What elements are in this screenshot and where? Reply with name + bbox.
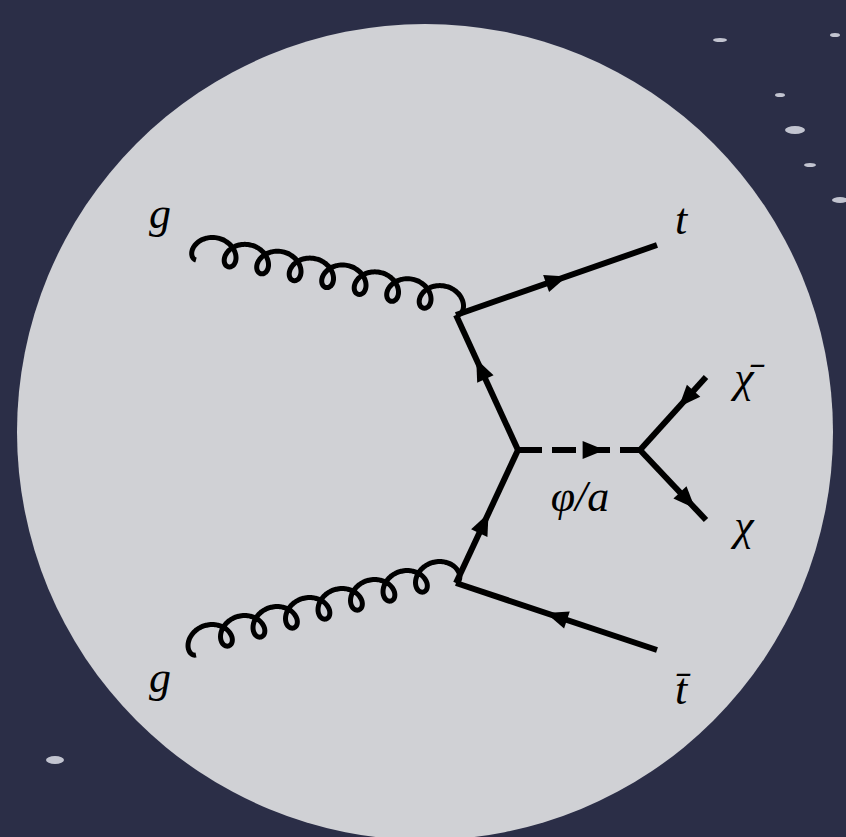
particle-label: g	[149, 192, 171, 236]
background-speck	[832, 197, 846, 203]
antitop-line	[456, 583, 657, 650]
top-propagator	[456, 450, 518, 583]
background-speck	[46, 756, 64, 764]
diagram-disc	[17, 24, 833, 837]
particle-label: g	[149, 656, 171, 700]
mediator-line	[518, 447, 640, 453]
arrowhead	[673, 486, 695, 508]
particle-label: χ	[734, 504, 753, 548]
arrowhead	[679, 385, 700, 407]
arrowhead	[471, 513, 488, 537]
particle-label: t	[675, 198, 687, 242]
chi-line	[640, 450, 706, 520]
arrowhead	[583, 441, 605, 459]
mediator-label: φ/a	[551, 475, 610, 519]
particle-label: t̄	[675, 668, 687, 712]
gluon-line	[188, 562, 460, 656]
arrowhead	[476, 359, 493, 383]
top-propagator	[456, 315, 518, 450]
top-quark-line	[456, 245, 657, 315]
particle-label: χ̄	[734, 356, 753, 400]
antichi-line	[640, 377, 706, 450]
arrowhead	[546, 611, 570, 628]
background-speck	[785, 126, 805, 134]
background-speck	[830, 33, 840, 37]
background-speck	[713, 38, 727, 42]
background-speck	[804, 163, 816, 167]
arrowhead	[543, 275, 567, 292]
background-speck	[775, 93, 785, 97]
gluon-line	[192, 237, 464, 315]
